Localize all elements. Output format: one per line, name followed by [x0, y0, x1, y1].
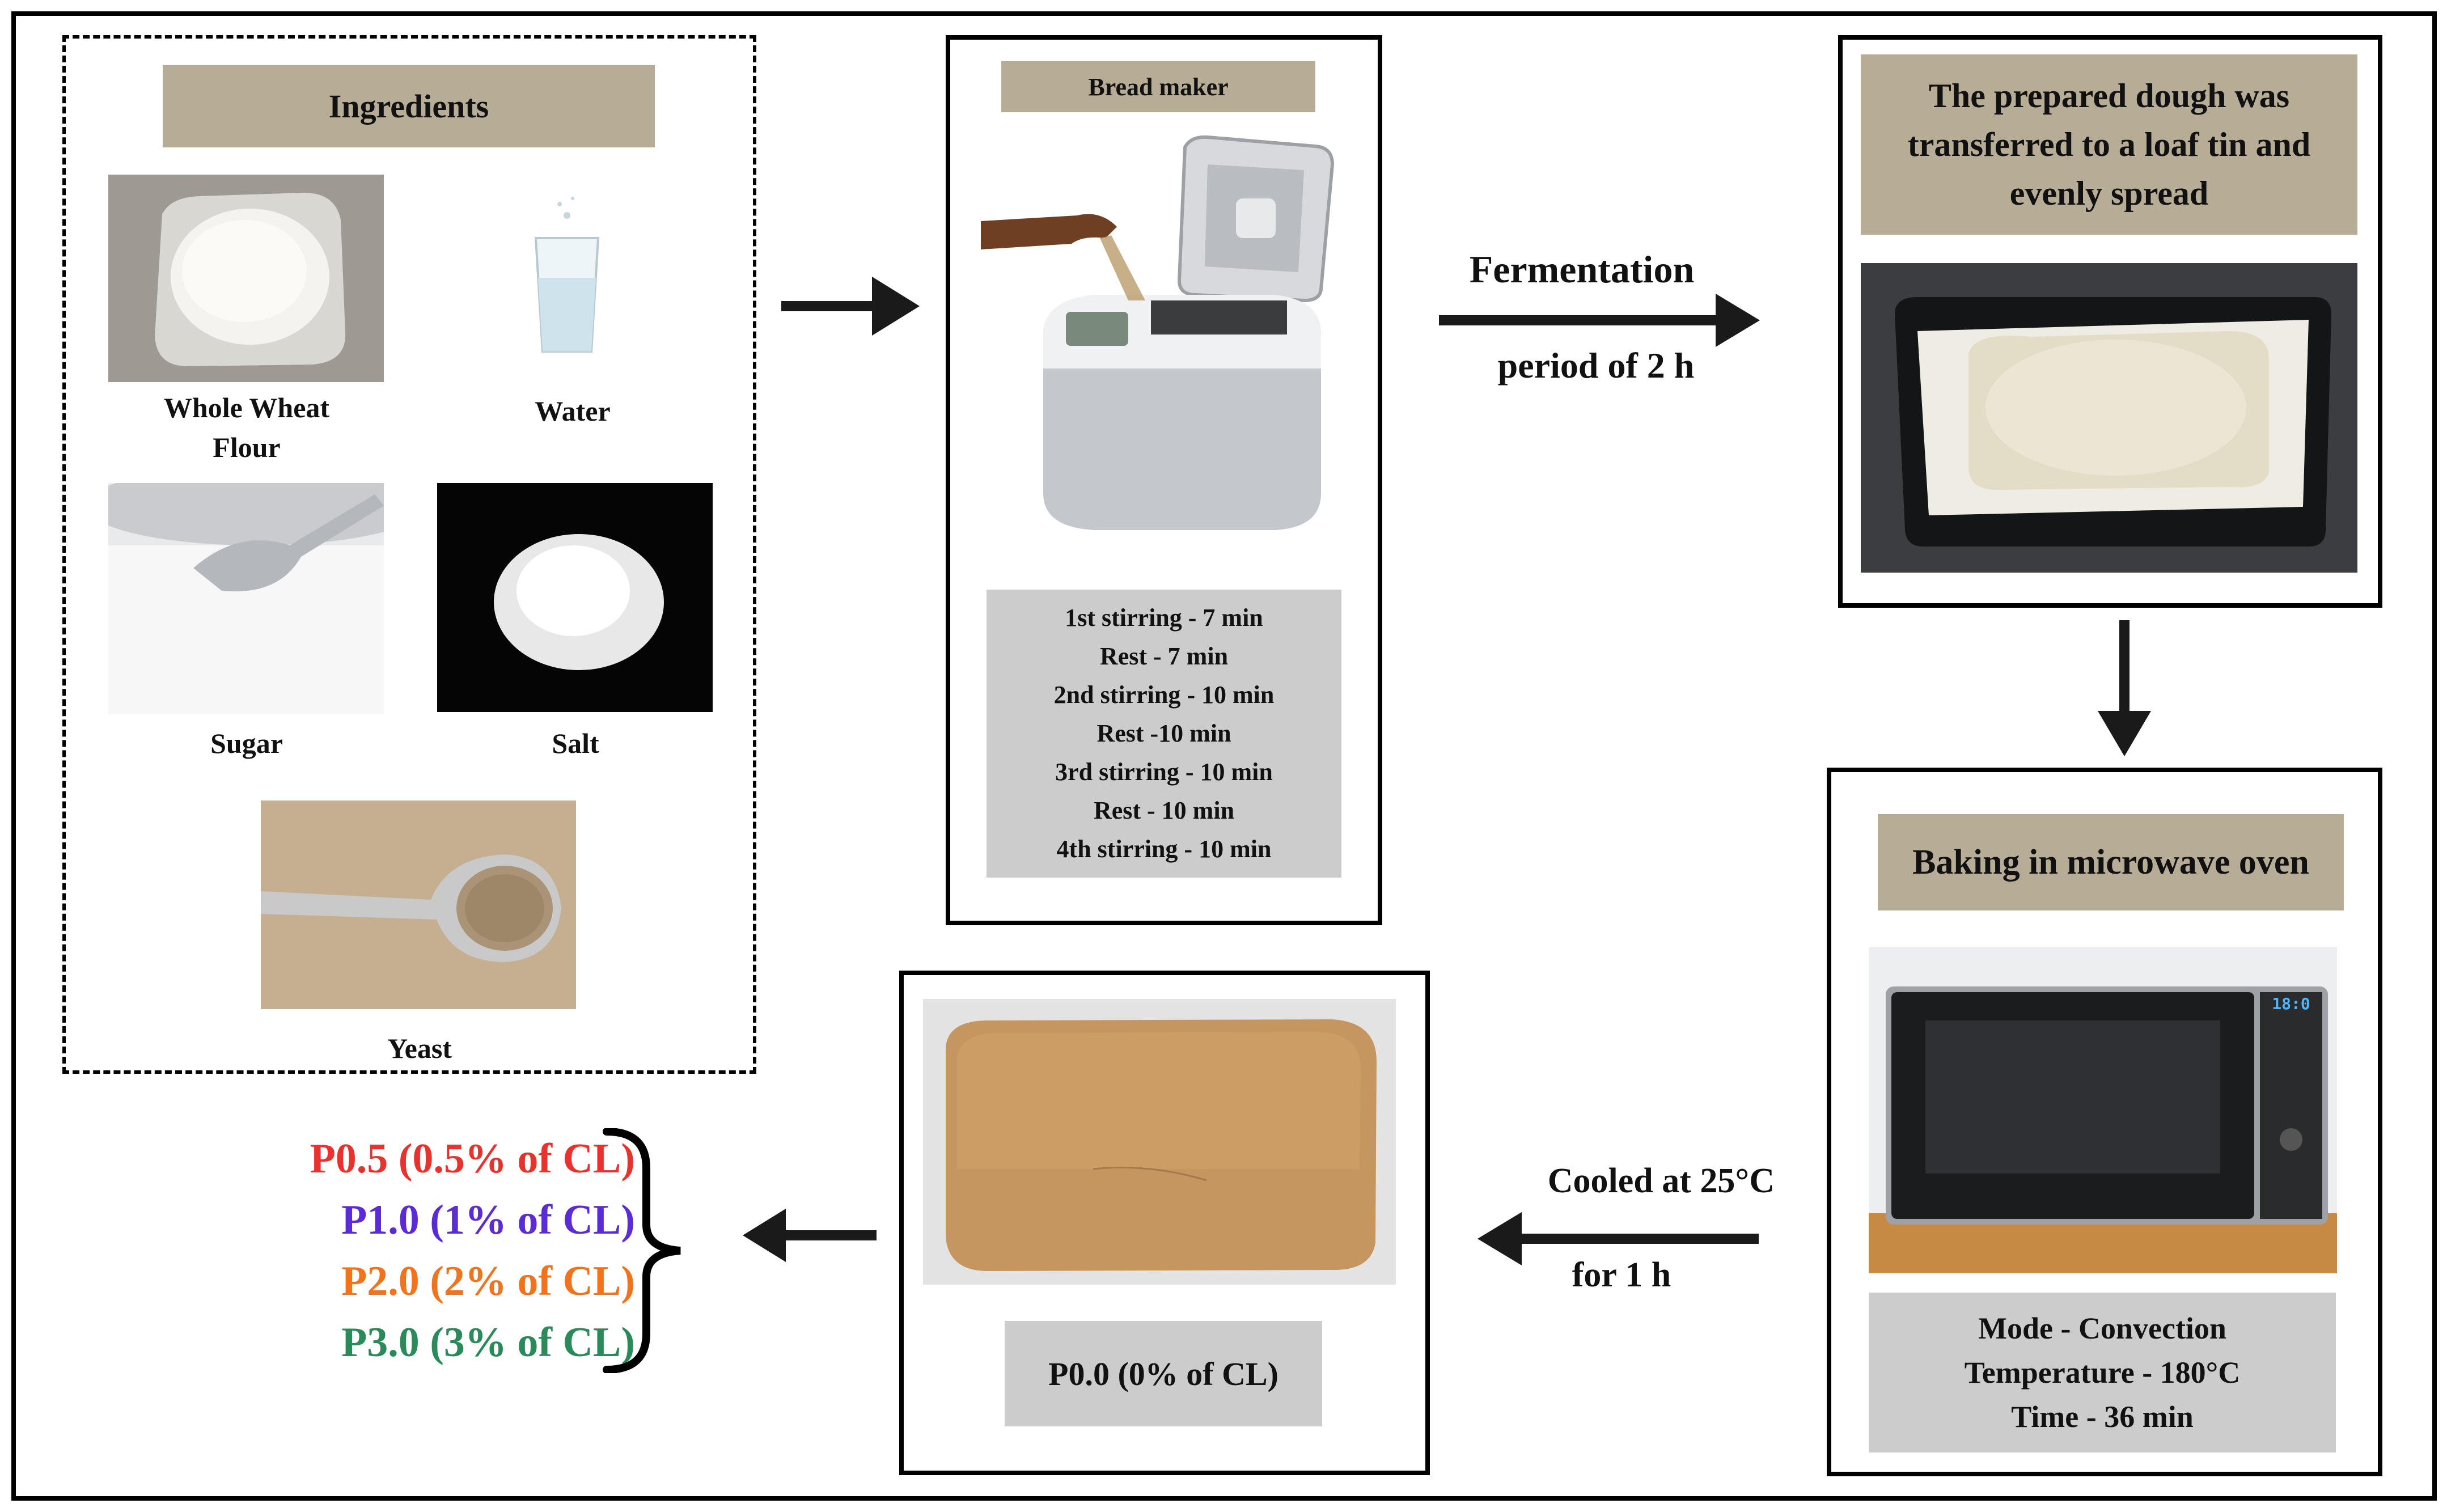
bread-panel	[899, 971, 1430, 1475]
setting-time: Time - 36 min	[2011, 1400, 2194, 1434]
bread-maker-image	[981, 130, 1344, 550]
setting-mode: Mode - Convection	[1978, 1311, 2226, 1345]
step-4: Rest -10 min	[1097, 719, 1231, 747]
step-5: 3rd stirring - 10 min	[1055, 758, 1273, 786]
arrow-to-bread-maker	[781, 277, 920, 336]
water-label: Water	[535, 395, 611, 427]
baking-settings: Mode - Convection Temperature - 180°C Ti…	[1869, 1293, 2336, 1452]
loaf-tin-panel	[1838, 35, 2382, 608]
variant-p05: P0.5 (0.5% of CL)	[310, 1136, 635, 1182]
water-image	[519, 181, 615, 363]
setting-temperature: Temperature - 180°C	[1964, 1356, 2241, 1390]
arrow-to-variants	[743, 1209, 877, 1262]
ingredients-title: Ingredients	[163, 65, 655, 147]
yeast-label: Yeast	[387, 1032, 452, 1064]
fermentation-title: Fermentation	[1469, 248, 1695, 291]
fermentation-arrow	[1439, 294, 1760, 347]
step-3: 2nd stirring - 10 min	[1053, 681, 1275, 709]
diagram-frame	[11, 11, 2437, 1501]
cooling-line1: Cooled at 25°C	[1547, 1162, 1775, 1200]
flour-label: Whole Wheat Flour	[163, 392, 330, 463]
cooling-arrow	[1477, 1212, 1759, 1265]
fermentation-period: period of 2 h	[1497, 345, 1695, 386]
step-1: 1st stirring - 7 min	[1065, 604, 1263, 632]
baking-title: Baking in microwave oven	[1878, 814, 2344, 910]
arrow-to-baking	[2098, 620, 2151, 756]
variants-brace	[601, 1128, 686, 1374]
loaf-tin-image	[1861, 263, 2357, 573]
flour-image	[108, 175, 384, 382]
cooling-line2: for 1 h	[1572, 1256, 1671, 1294]
bread-label: P0.0 (0% of CL)	[1005, 1321, 1322, 1426]
step-7: 4th stirring - 10 min	[1056, 835, 1272, 863]
step-6: Rest - 10 min	[1093, 797, 1235, 824]
variant-p20: P2.0 (2% of CL)	[341, 1258, 635, 1305]
bread-maker-title: Bread maker	[1001, 61, 1315, 112]
bread-maker-steps: 1st stirring - 7 min Rest - 7 min 2nd st…	[987, 590, 1341, 878]
loaf-tin-caption: The prepared dough was transferred to a …	[1861, 54, 2357, 235]
baking-panel	[1827, 768, 2382, 1476]
bread-maker-panel	[946, 35, 1382, 925]
ingredients-panel	[62, 35, 756, 1074]
microwave-display: 18:0	[2272, 994, 2310, 1013]
sugar-image	[108, 483, 384, 714]
variant-p30: P3.0 (3% of CL)	[341, 1319, 635, 1366]
yeast-image	[261, 801, 576, 1009]
sugar-label: Sugar	[210, 727, 283, 759]
variant-p10: P1.0 (1% of CL)	[341, 1197, 635, 1243]
microwave-image: 18:0	[1869, 947, 2337, 1273]
salt-label: Salt	[552, 727, 599, 759]
bread-image	[923, 999, 1396, 1285]
salt-image	[437, 483, 713, 712]
step-2: Rest - 7 min	[1099, 642, 1229, 670]
variants-list: P0.5 (0.5% of CL) P1.0 (1% of CL) P2.0 (…	[272, 1128, 635, 1373]
